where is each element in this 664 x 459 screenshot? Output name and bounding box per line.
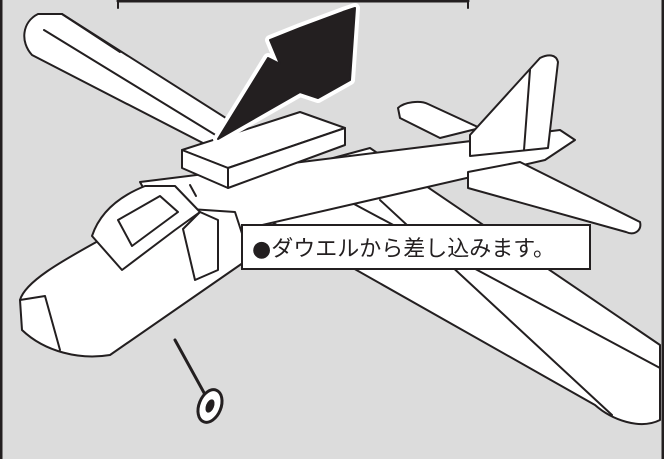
callout-label: ●ダウエルから差し込みます。 — [241, 224, 591, 270]
canopy-window — [117, 195, 179, 247]
wing-saddle-front — [227, 127, 346, 189]
right-wing — [214, 147, 661, 425]
landing-gear-strut — [173, 338, 210, 402]
cabin-side — [182, 211, 219, 281]
insertion-arrow-icon — [217, 7, 356, 140]
left-wing-aileron-line — [43, 29, 241, 151]
nose-front-line — [19, 295, 61, 351]
left-wing-panel-line — [61, 13, 121, 53]
left-stabilizer — [397, 100, 481, 139]
rudder-line — [523, 69, 531, 151]
antenna — [189, 184, 197, 197]
right-wing-panel-line — [299, 174, 661, 369]
right-stabilizer — [467, 161, 642, 235]
wheel-hub — [205, 399, 215, 413]
vertical-fin — [469, 54, 559, 157]
